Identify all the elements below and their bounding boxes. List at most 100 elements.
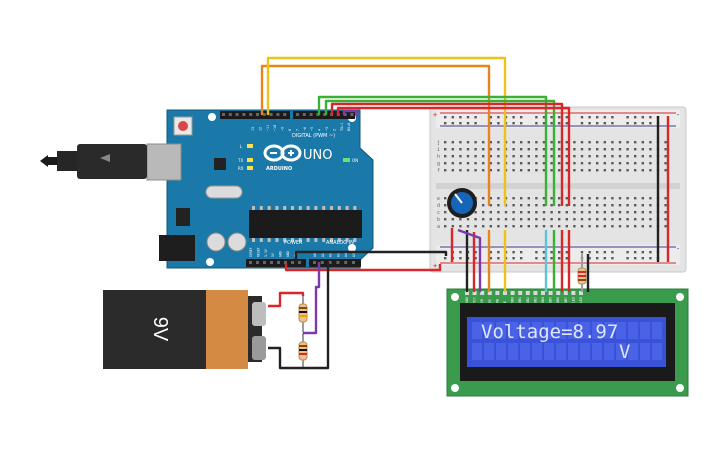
row-label: e — [437, 196, 440, 202]
lcd-pin-label: GND — [465, 297, 469, 303]
arduino-uno-board[interactable]: UNO ARDUINO DIGITAL (PWM ~) POWER ANALOG… — [146, 109, 374, 269]
digital-pin-label: 2 — [332, 129, 336, 131]
lcd-pin-label: DB0 — [511, 297, 515, 303]
wire-orange-d12 — [260, 64, 491, 206]
lcd-pin-label: DB3 — [533, 297, 537, 303]
power-jack — [159, 235, 195, 261]
battery-label: 9V — [149, 317, 171, 342]
9v-battery[interactable]: 9V — [103, 290, 266, 369]
resistor-r2[interactable] — [298, 333, 308, 368]
wire-red-battery — [268, 291, 305, 308]
power-pin-label: GND — [286, 251, 290, 257]
lcd-pin-label: DB1 — [518, 297, 522, 303]
wire-yellow-d11 — [266, 56, 507, 206]
digital-pin-label: 4 — [318, 129, 322, 131]
lcd-char-cells — [472, 322, 662, 360]
l-led-label: L — [240, 144, 243, 149]
wire-purple-d2 — [342, 109, 359, 118]
digital-pin-label: TX▸1 — [340, 123, 344, 131]
row-label: h — [437, 154, 440, 160]
rail-plus-label: + — [433, 111, 437, 119]
power-header — [246, 259, 306, 267]
row-label: b — [437, 217, 440, 223]
digital-pin-label: ~5 — [310, 127, 314, 131]
wires — [260, 56, 670, 370]
digital-pin-label: ~9 — [281, 127, 285, 131]
reset-button[interactable] — [178, 121, 188, 131]
rx-led-label: RX — [238, 166, 244, 171]
digital-pin-label: 13 — [251, 127, 255, 131]
rail-minus-label-bottom: - — [676, 245, 680, 253]
wire-red-5v — [284, 263, 442, 272]
analog-pin-label: A3 — [336, 253, 340, 257]
lcd-pin-label: LED — [571, 297, 575, 303]
lcd-line-1: Voltage=8.97 — [481, 321, 618, 343]
battery-terminal-negative — [252, 336, 266, 360]
power-pin-label: IOREF — [249, 247, 253, 257]
wire-red-d2 — [336, 106, 571, 206]
microcontroller-chip — [249, 210, 362, 238]
digital-header-left — [220, 111, 290, 119]
lcd-pin-label: E — [503, 301, 507, 303]
analog-pin-label: A5 — [352, 253, 356, 257]
power-header-label: POWER — [284, 240, 303, 246]
rail-plus-label-bottom: + — [433, 262, 437, 270]
usb-cable — [40, 144, 147, 179]
wire-red-d3 — [330, 102, 564, 206]
power-pin-label: 5V — [271, 253, 275, 257]
arduino-logo-icon — [263, 144, 302, 162]
digital-pin-label: 8 — [288, 129, 292, 131]
lcd-pin-label: LED — [579, 297, 583, 303]
analog-pin-label: A0 — [313, 253, 317, 257]
analog-header-label: ANALOG IN — [326, 240, 354, 246]
wire-green-d5 — [317, 95, 548, 206]
lcd-pin-label: DB4 — [541, 297, 545, 303]
on-led-label: ON — [352, 158, 358, 163]
row-label: d — [437, 203, 440, 209]
row-label: i — [437, 147, 440, 153]
tx-led-label: TX — [237, 158, 243, 163]
wire-black-gnd — [294, 250, 448, 263]
wire-purple-a0 — [303, 262, 321, 335]
lcd-pin-label: DB6 — [556, 297, 560, 303]
usb-port — [146, 143, 182, 181]
lcd-pin-label: V0 — [480, 299, 484, 303]
row-label: f — [437, 168, 440, 174]
digital-pin-label: RX◂0 — [347, 123, 351, 131]
board-model-label: UNO — [303, 148, 332, 163]
row-label: g — [437, 161, 440, 167]
lcd-pin-label: DB7 — [564, 297, 568, 303]
power-pin-label: 3.3V — [264, 249, 268, 257]
digital-pin-label: 12 — [258, 127, 262, 131]
resistor-r1[interactable] — [298, 296, 308, 332]
board-brand-label: ARDUINO — [266, 166, 292, 172]
row-label: j — [437, 140, 440, 146]
resistor-lcd-backlight[interactable] — [577, 254, 587, 292]
wire-black-battery — [268, 346, 303, 370]
digital-pin-label: ~3 — [325, 127, 329, 131]
rail-minus-label: - — [676, 111, 680, 119]
power-pin-label: RESET — [256, 247, 260, 257]
digital-pin-label: 7 — [295, 129, 299, 131]
analog-header — [309, 259, 361, 267]
lcd-pin-label: DB5 — [549, 297, 553, 303]
lcd-pin-label: VCC — [473, 297, 477, 303]
lcd-pin-label: RS — [488, 299, 492, 303]
wire-black-divider — [303, 262, 330, 370]
digital-pin-label: ~11 — [266, 125, 270, 131]
wire-green-d4 — [324, 99, 556, 206]
digital-pin-label: ~10 — [273, 125, 277, 131]
analog-pin-label: A4 — [344, 253, 348, 257]
row-label: a — [437, 224, 440, 230]
battery-terminal-positive — [252, 302, 266, 326]
potentiometer[interactable] — [447, 188, 477, 218]
digital-pin-label: ~6 — [303, 127, 307, 131]
digital-header-label: DIGITAL (PWM ~) — [292, 133, 335, 139]
analog-pin-label: A1 — [321, 253, 325, 257]
row-label: c — [437, 210, 440, 216]
